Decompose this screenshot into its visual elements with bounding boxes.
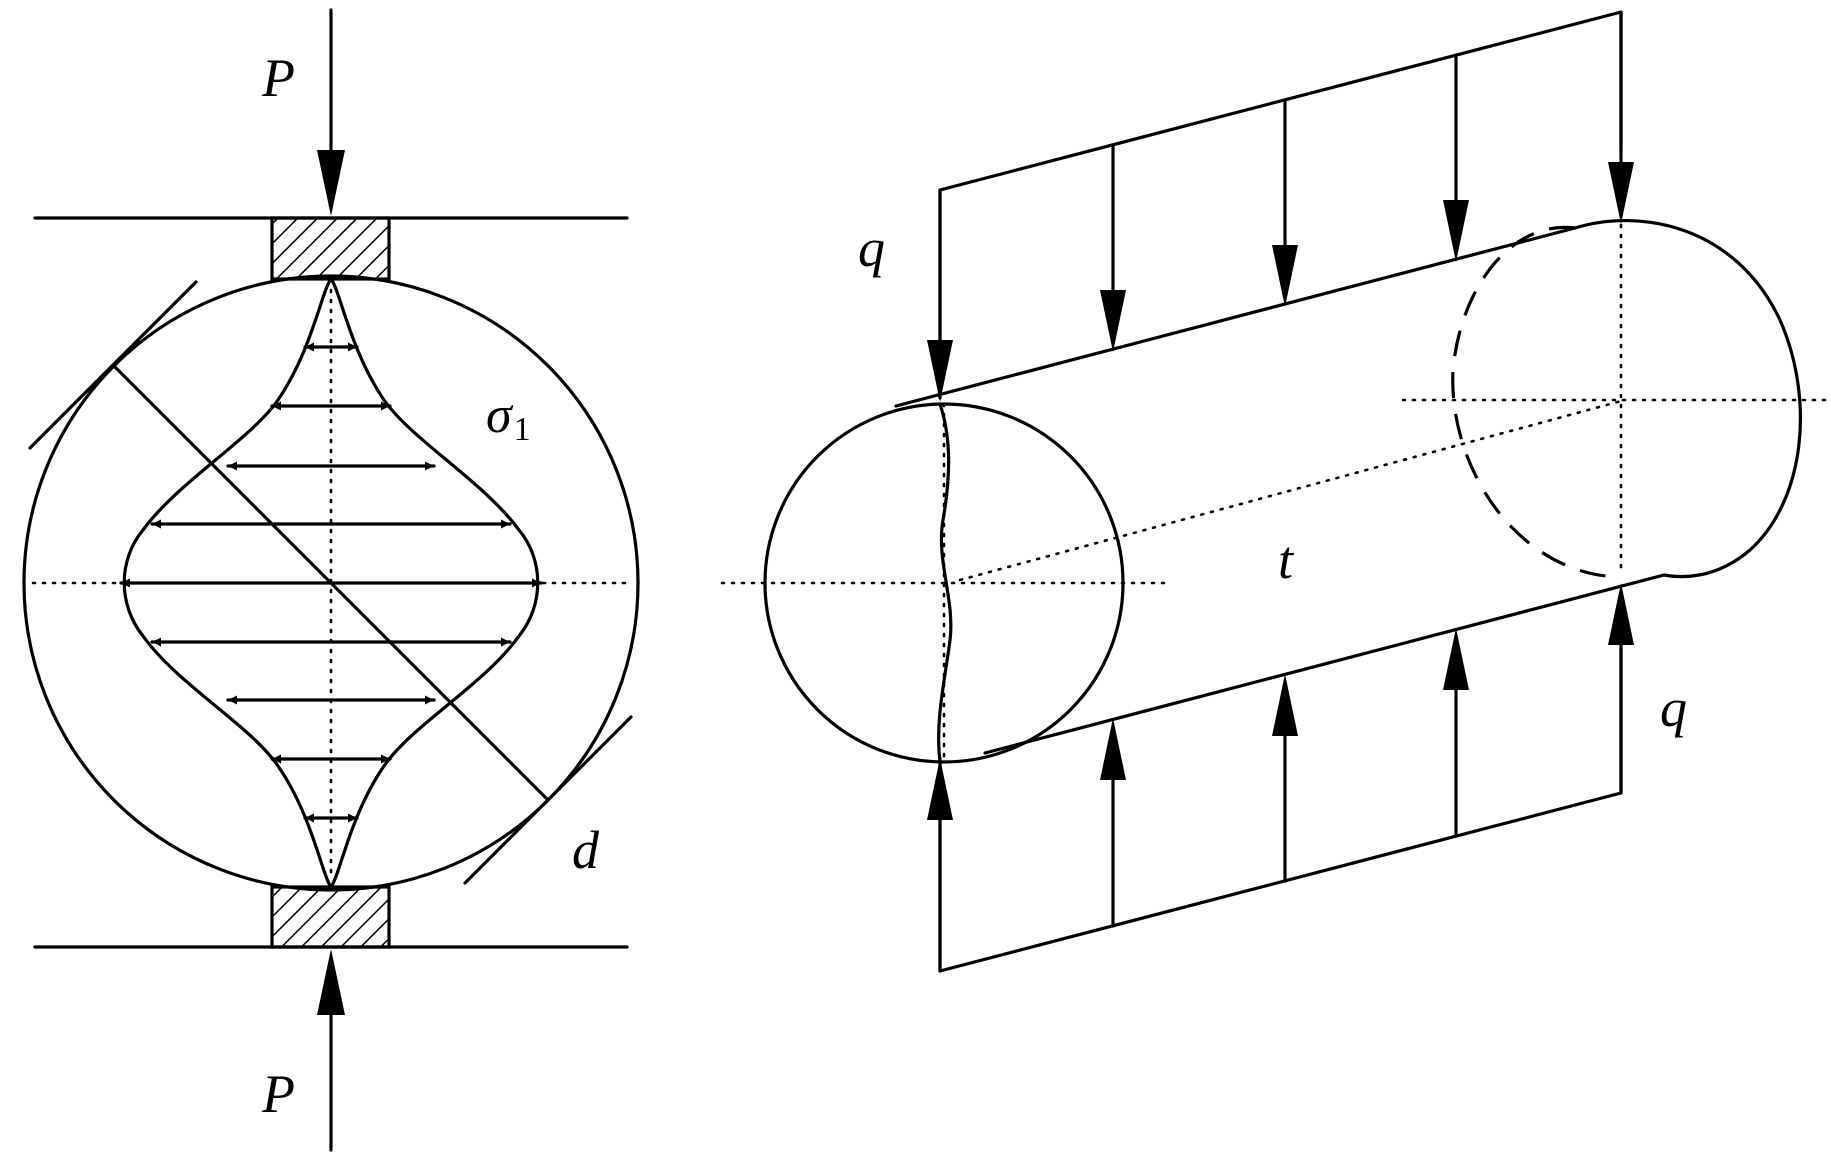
stress-arrows — [119, 342, 543, 823]
diameter-line — [111, 363, 550, 802]
cylinder-specimen: q q t — [720, 10, 1830, 973]
bottom-load-arrow — [317, 949, 345, 1152]
disc-cross-section: P P σ1 d — [22, 8, 640, 1152]
diameter-tangent-top — [28, 280, 198, 450]
label-sigma: σ1 — [486, 387, 531, 448]
top-distributed-load-arrows — [927, 10, 1634, 402]
fracture-line — [937, 402, 953, 764]
label-q-top: q — [858, 218, 885, 278]
bottom-bearing-strip — [270, 885, 391, 949]
top-load-arrow — [317, 8, 345, 216]
diameter-tangent-bottom — [463, 715, 633, 885]
disc-outline — [22, 274, 640, 892]
label-p-bottom: P — [261, 1064, 295, 1124]
cylinder-right-end-hidden — [1451, 225, 1621, 579]
stress-envelope — [122, 277, 540, 889]
bottom-distributed-load-arrows — [927, 583, 1634, 973]
label-t: t — [1278, 530, 1295, 590]
cylinder-top-generator — [894, 226, 1577, 408]
label-d: d — [572, 820, 600, 880]
cylinder-right-end — [1573, 218, 1802, 579]
top-load-frame — [938, 10, 1623, 400]
cylinder-bottom-generator — [983, 573, 1666, 755]
label-p-top: P — [261, 48, 295, 108]
top-bearing-strip — [270, 216, 391, 281]
label-q-bottom: q — [1660, 678, 1687, 738]
